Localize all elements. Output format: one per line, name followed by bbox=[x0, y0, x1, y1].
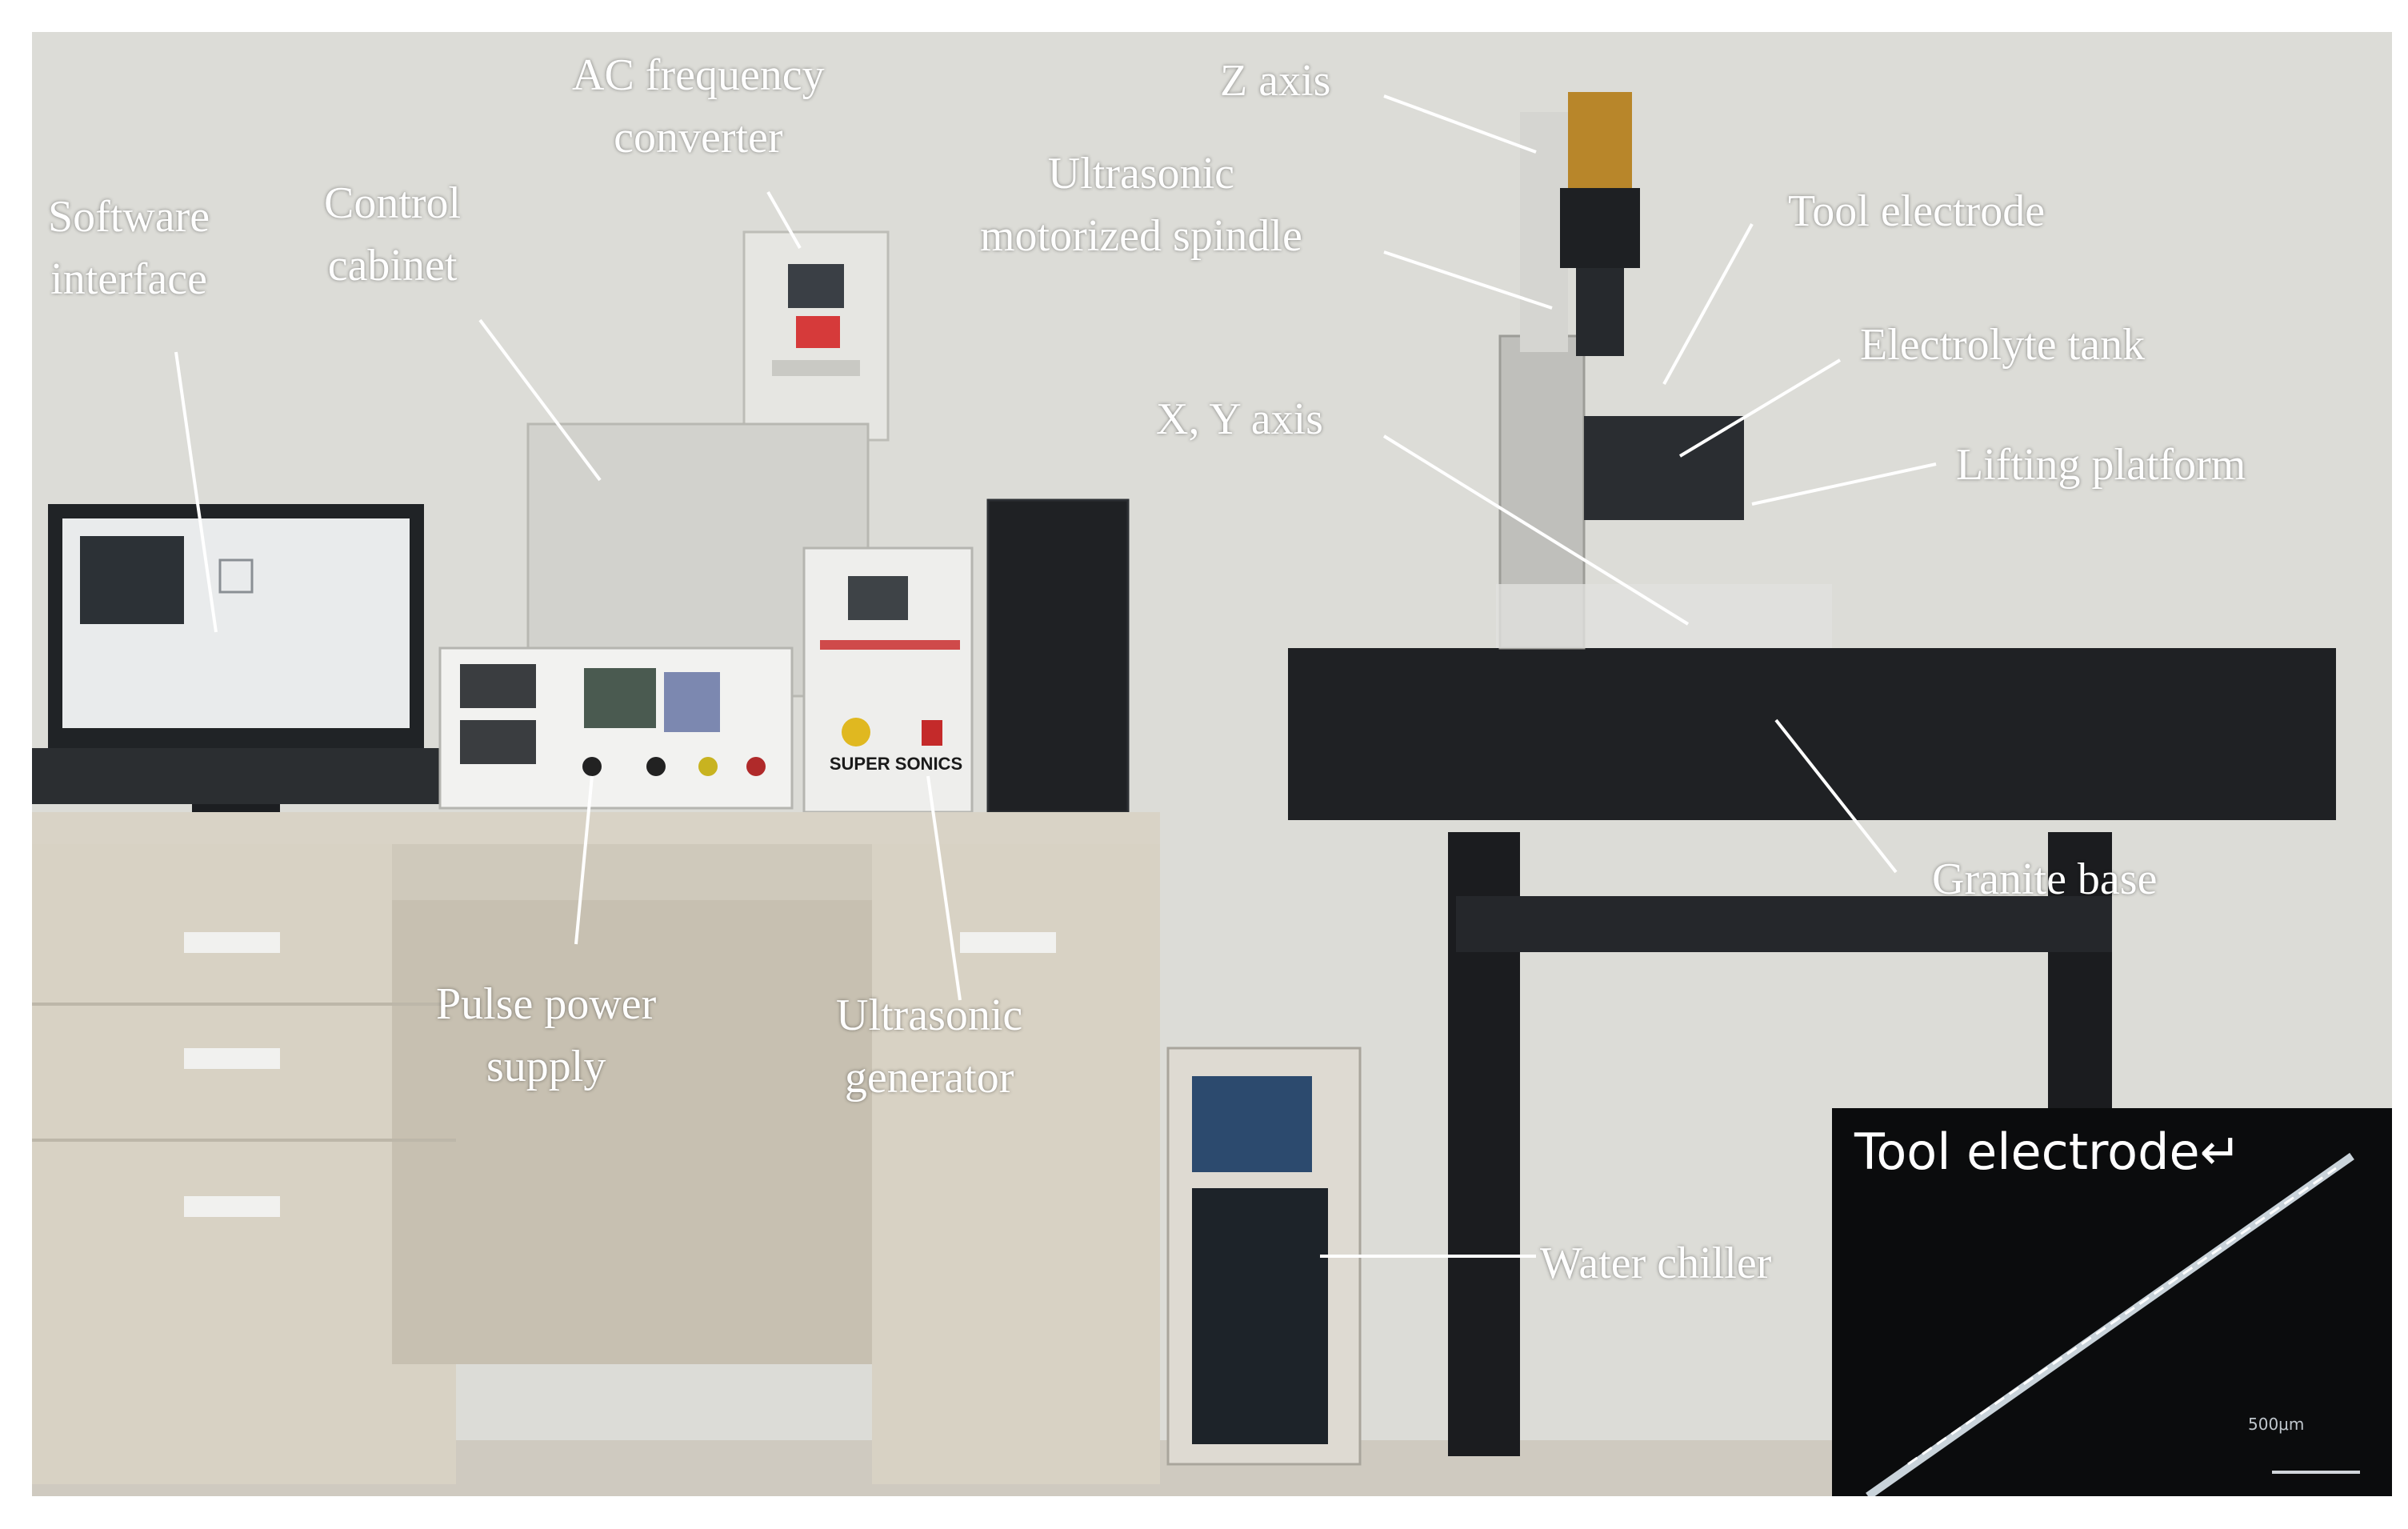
label-tool-electrode: Tool electrode bbox=[1788, 186, 2046, 236]
leader-lifting-platform bbox=[1751, 462, 1937, 506]
pulse-power-supply-device bbox=[438, 646, 794, 810]
label-software-interface: Software interface bbox=[48, 192, 210, 304]
leader-ultrasonic-generator bbox=[926, 775, 962, 1001]
ultrasonic-generator-device bbox=[802, 546, 974, 814]
leader-control-cabinet bbox=[478, 318, 602, 482]
inset-title: Tool electrode↵ bbox=[1854, 1123, 2242, 1181]
ultrasonic-generator-brand-text: SUPER SONICS bbox=[829, 754, 963, 774]
label-z-axis: Z axis bbox=[1220, 56, 1331, 106]
inset-panel bbox=[1832, 1108, 2392, 1496]
label-ultrasonic-generator: Ultrasonic generator bbox=[836, 991, 1023, 1103]
label-pulse-power-supply: Pulse power supply bbox=[436, 979, 657, 1091]
label-ultrasonic-motorized-spindle: Ultrasonic motorized spindle bbox=[980, 149, 1302, 261]
label-control-cabinet: Control cabinet bbox=[324, 178, 462, 290]
label-ac-frequency-converter: AC frequency converter bbox=[572, 50, 825, 162]
machine-column bbox=[1496, 92, 1832, 650]
monitor bbox=[32, 504, 440, 824]
leader-ac-frequency-converter bbox=[766, 191, 802, 249]
inset-scale-label: 500μm bbox=[2248, 1415, 2305, 1434]
leader-granite-base bbox=[1774, 718, 1898, 874]
label-water-chiller: Water chiller bbox=[1540, 1239, 1772, 1288]
lab-photo bbox=[32, 32, 2392, 1496]
granite-base-structure bbox=[1288, 648, 2336, 1456]
leader-x-y-axis bbox=[1382, 434, 1690, 626]
leader-tool-electrode bbox=[1662, 223, 1754, 385]
leader-software-interface bbox=[174, 351, 218, 633]
desk bbox=[32, 812, 1160, 1484]
leader-electrolyte-tank bbox=[1678, 358, 1842, 458]
label-lifting-platform: Lifting platform bbox=[1956, 440, 2246, 490]
label-granite-base: Granite base bbox=[1932, 855, 2158, 904]
label-electrolyte-tank: Electrolyte tank bbox=[1860, 320, 2146, 370]
leader-z-axis bbox=[1383, 94, 1537, 154]
ac-frequency-converter bbox=[742, 230, 890, 442]
water-chiller-device bbox=[1166, 1047, 1362, 1466]
pc-tower bbox=[986, 498, 1130, 814]
label-x-y-axis: X, Y axis bbox=[1156, 394, 1323, 444]
leader-lines bbox=[174, 94, 1937, 1258]
leader-ultrasonic-spindle bbox=[1383, 250, 1553, 310]
leader-pulse-power-supply bbox=[574, 775, 594, 945]
